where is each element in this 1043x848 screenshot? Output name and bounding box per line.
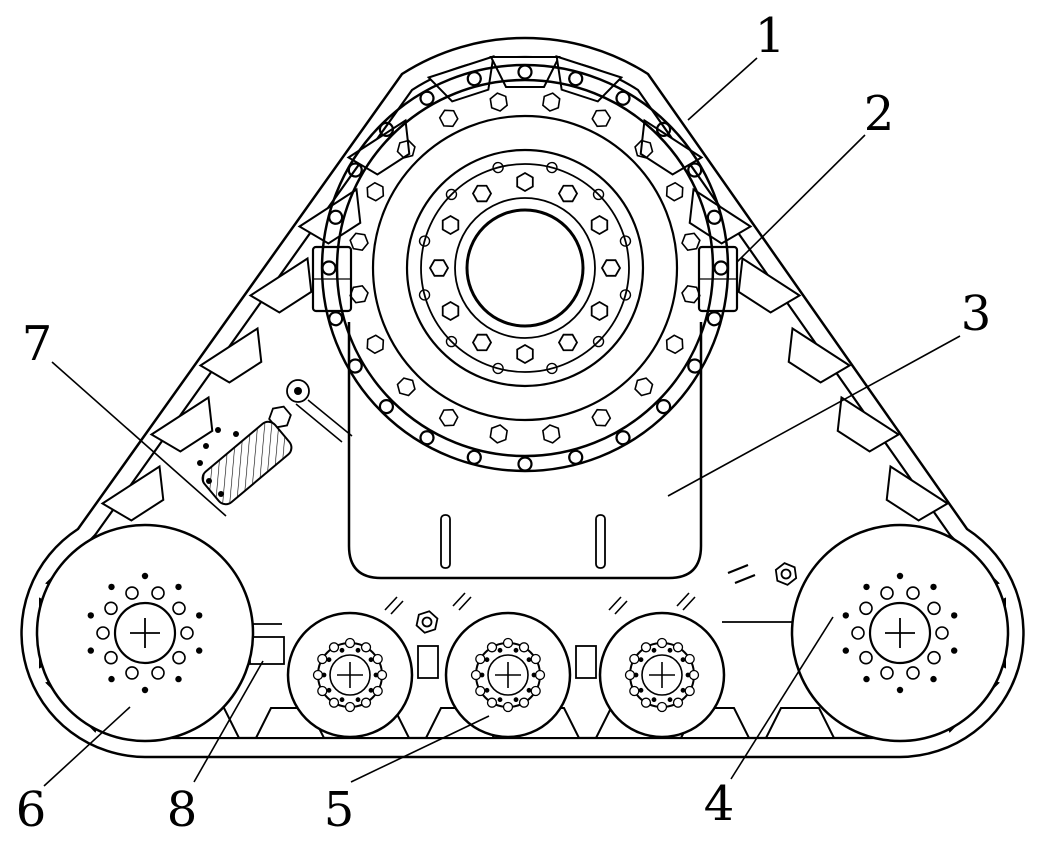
- part-label-7: 7: [22, 316, 53, 372]
- bogie-link: [575, 645, 597, 679]
- mounting-tab-left: [311, 245, 353, 313]
- road-wheel-2: [444, 611, 572, 739]
- grease-speckles: [197, 427, 239, 497]
- hub-bolt-circle: [429, 172, 621, 364]
- bolt-hex-left: [414, 608, 440, 636]
- right-idler-wheel: [790, 523, 1010, 743]
- housing-outline: [347, 322, 703, 580]
- tensioner-bracket: [249, 636, 285, 665]
- leader-line-6: [43, 706, 131, 787]
- mounting-tab-right: [697, 245, 739, 313]
- part-label-4: 4: [704, 776, 735, 832]
- sprocket-rim-inner: [335, 78, 715, 458]
- left-idler-wheel: [35, 523, 255, 743]
- center-bore: [465, 208, 585, 328]
- leader-line-4: [730, 616, 834, 780]
- hub-ring-holes: [417, 160, 633, 376]
- leader-lines: [43, 57, 961, 787]
- leader-line-3: [667, 335, 961, 497]
- part-label-3: 3: [961, 286, 992, 342]
- leader-line-5: [350, 715, 490, 783]
- leader-line-1: [687, 57, 758, 121]
- bogie-link: [417, 645, 439, 679]
- part-label-6: 6: [16, 782, 47, 838]
- belt-outer-line: [20, 36, 1025, 759]
- undercarriage-frame: [249, 560, 798, 679]
- bore-ring: [454, 197, 596, 339]
- sprocket-rim-outer: [320, 63, 730, 473]
- housing-ring: [371, 114, 679, 422]
- part-label-1: 1: [755, 8, 786, 64]
- surface-tick-marks: [384, 592, 696, 615]
- part-label-5: 5: [324, 782, 355, 838]
- tensioner-fitting: [197, 379, 353, 506]
- part-labels: 1 2 3 4 5 6 7 8: [16, 8, 992, 838]
- gearbox-housing: [311, 245, 739, 580]
- tensioner-cylinder: [201, 420, 293, 506]
- sprocket-tooth-bolts: [321, 64, 729, 472]
- part-label-8: 8: [167, 782, 198, 838]
- leader-line-2: [736, 134, 866, 263]
- hub-ring-outer: [405, 148, 645, 388]
- leader-line-8: [193, 660, 264, 783]
- road-wheel-3: [598, 611, 726, 739]
- hub-ring-mid: [420, 163, 630, 373]
- housing-slot-left: [440, 514, 451, 569]
- housing-slot-right: [595, 514, 606, 569]
- leader-line-7: [51, 361, 227, 517]
- drive-sprocket: [320, 63, 730, 473]
- part-label-2: 2: [864, 86, 895, 142]
- bolt-hex-right: [774, 560, 798, 588]
- road-wheel-1: [286, 611, 414, 739]
- weld-dashes: [727, 563, 756, 585]
